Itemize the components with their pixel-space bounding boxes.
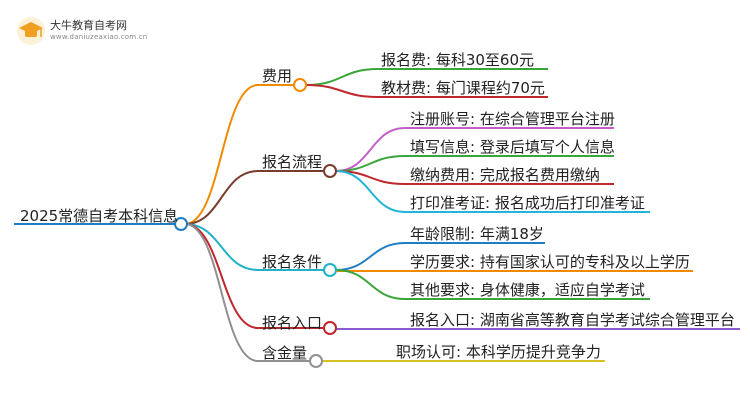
branch-connector-value bbox=[184, 223, 259, 362]
leaf-value-career: 职场认可: 本科学历提升竞争力 bbox=[396, 343, 601, 361]
leaf-connector-conditions-2 bbox=[335, 269, 406, 300]
branch-node-process bbox=[323, 164, 337, 178]
branch-value: 含金量 bbox=[262, 344, 308, 362]
leaf-conditions-age: 年龄限制: 年满18岁 bbox=[410, 225, 544, 243]
branch-process: 报名流程 bbox=[262, 153, 323, 171]
leaf-conditions-other: 其他要求: 身体健康，适应自学考试 bbox=[410, 281, 645, 299]
branch-fee: 费用 bbox=[262, 67, 293, 85]
leaf-entry-platform: 报名入口: 湖南省高等教育自学考试综合管理平台 bbox=[410, 311, 735, 329]
leaf-fee-registration: 报名费: 每科30至60元 bbox=[381, 51, 534, 69]
watermark-site-name: 大牛教育自考网 bbox=[50, 19, 127, 32]
branch-conditions: 报名条件 bbox=[262, 253, 323, 271]
branch-node-fee bbox=[293, 78, 307, 92]
branch-connector-conditions bbox=[184, 223, 259, 271]
leaf-connector-process-3 bbox=[335, 170, 406, 213]
leaf-connector-conditions-0 bbox=[335, 242, 406, 271]
leaf-process-fill-info: 填写信息: 登录后填写个人信息 bbox=[410, 138, 615, 156]
branch-connector-entry bbox=[184, 223, 259, 329]
branch-node-value bbox=[309, 354, 323, 368]
branch-connector-process bbox=[184, 170, 259, 225]
leaf-process-register: 注册账号: 在综合管理平台注册 bbox=[410, 110, 615, 128]
branch-entry: 报名入口 bbox=[262, 314, 323, 332]
leaf-process-print: 打印准考证: 报名成功后打印准考证 bbox=[410, 194, 645, 212]
root-node bbox=[174, 217, 188, 231]
leaf-process-pay: 缴纳费用: 完成报名费用缴纳 bbox=[410, 166, 600, 184]
leaf-fee-textbook: 教材费: 每门课程约70元 bbox=[381, 79, 545, 97]
root-topic: 2025常德自考本科信息 bbox=[20, 207, 179, 225]
branch-node-entry bbox=[323, 321, 337, 335]
leaf-connector-fee-0 bbox=[305, 68, 379, 86]
leaf-connector-fee-1 bbox=[305, 84, 379, 98]
leaf-conditions-education: 学历要求: 持有国家认可的专科及以上学历 bbox=[410, 253, 690, 271]
graduation-cap-icon bbox=[17, 17, 45, 45]
branch-connector-fee bbox=[184, 84, 259, 225]
watermark-site-url: www.daniuzeaxiao.com.cn bbox=[50, 33, 148, 41]
branch-node-conditions bbox=[323, 263, 337, 277]
